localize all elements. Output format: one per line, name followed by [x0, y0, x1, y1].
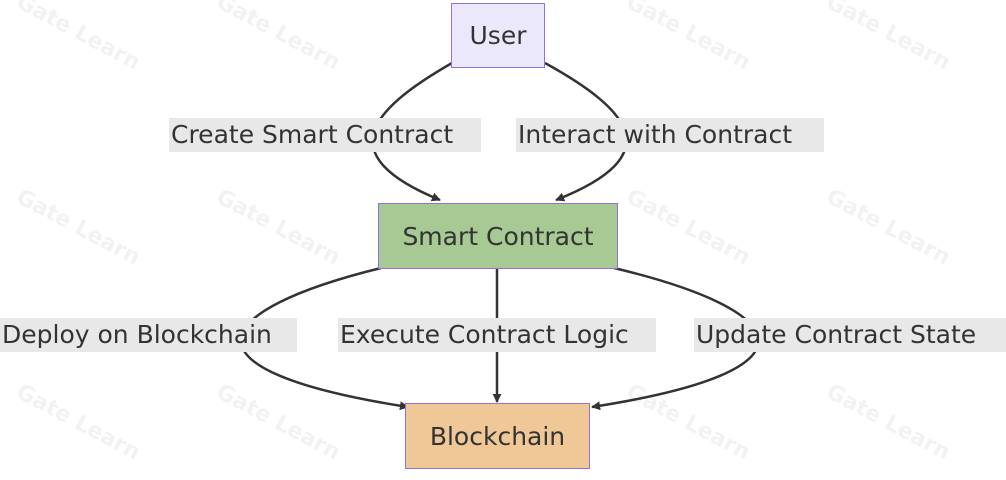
- edge-label-interact: Interact with Contract: [516, 118, 824, 152]
- edge-label-deploy: Deploy on Blockchain: [0, 318, 297, 352]
- node-smart-contract: Smart Contract: [378, 203, 618, 269]
- node-user: User: [451, 3, 545, 68]
- edge-label-execute: Execute Contract Logic: [338, 318, 656, 352]
- edge-label-update: Update Contract State: [694, 318, 1006, 352]
- node-blockchain: Blockchain: [405, 403, 590, 469]
- edge-label-create: Create Smart Contract: [169, 118, 481, 152]
